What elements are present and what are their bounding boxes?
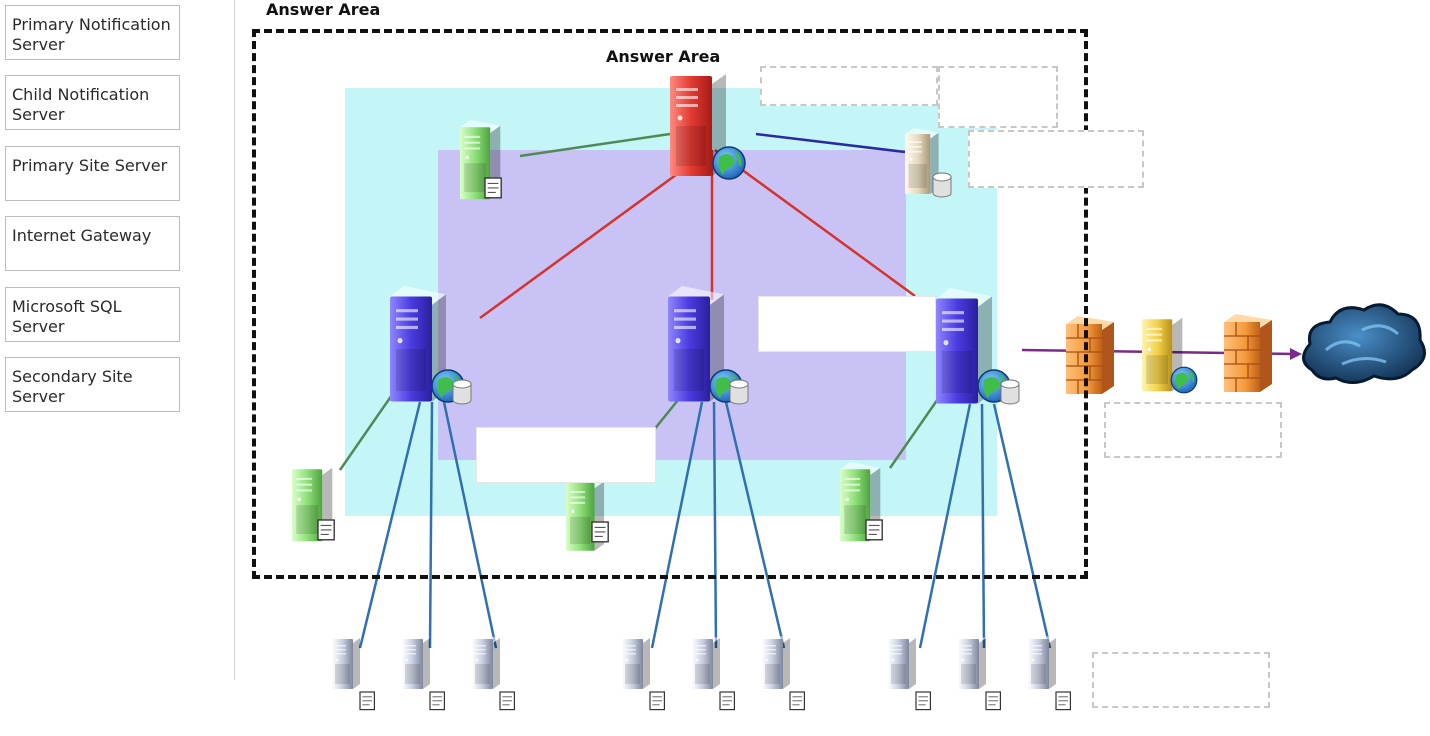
client-pc-icon: [888, 634, 916, 689]
link-client-3: [442, 401, 498, 649]
client-pc-icon: [958, 634, 986, 689]
link-client-9: [992, 403, 1052, 649]
page-icon: [1055, 691, 1072, 711]
link-red-left: [479, 148, 711, 320]
client-pc-icon: [402, 634, 430, 689]
drop-target-top-right[interactable]: [938, 66, 1058, 128]
link-client-2: [428, 401, 434, 649]
arrow-head: [1290, 348, 1302, 360]
option-microsoft-sql-server[interactable]: Microsoft SQL Server: [5, 287, 180, 342]
page-icon: [915, 691, 932, 711]
option-primary-site-server[interactable]: Primary Site Server: [5, 146, 180, 201]
answer-area-frame: [252, 29, 1088, 579]
option-label: Primary Site Server: [12, 156, 168, 175]
answer-area-title: Answer Area: [266, 0, 381, 19]
option-label: Primary Notification Server: [12, 15, 171, 54]
page-icon: [985, 691, 1002, 711]
client-pc-icon: [332, 634, 360, 689]
page-icon: [499, 691, 516, 711]
link-green-top: [519, 132, 671, 158]
option-label: Microsoft SQL Server: [12, 297, 122, 336]
drop-target-clients[interactable]: [1092, 652, 1270, 708]
option-label: Secondary Site Server: [12, 367, 133, 406]
page-icon: [789, 691, 806, 711]
option-child-notification-server[interactable]: Child Notification Server: [5, 75, 180, 130]
globe-icon: [1170, 366, 1198, 394]
link-client-1: [358, 401, 422, 649]
client-pc-icon: [1028, 634, 1056, 689]
drop-target-sql-server[interactable]: [968, 130, 1144, 188]
client-pc-icon: [472, 634, 500, 689]
page-icon: [359, 691, 375, 711]
panel-divider: [234, 0, 235, 680]
page-icon: [719, 691, 736, 711]
internet-cloud-icon: [1302, 303, 1426, 384]
drop-target-center-server[interactable]: [758, 296, 936, 352]
link-red-right: [714, 148, 916, 298]
link-green-right: [888, 395, 942, 469]
drop-target-left-server[interactable]: [476, 427, 656, 483]
link-client-5: [712, 401, 718, 649]
link-client-4: [650, 401, 704, 649]
option-secondary-site-server[interactable]: Secondary Site Server: [5, 357, 180, 412]
inner-answer-area-title: Answer Area: [606, 47, 721, 66]
link-green-left: [338, 391, 396, 471]
client-pc-icon: [762, 634, 790, 689]
link-navy-top: [755, 132, 906, 154]
client-pc-icon: [622, 634, 650, 689]
option-internet-gateway[interactable]: Internet Gateway: [5, 216, 180, 271]
firewall-icon-right: [1224, 314, 1272, 392]
drop-target-top-center[interactable]: [760, 66, 938, 106]
client-workstations: [332, 634, 1072, 711]
option-label: Child Notification Server: [12, 85, 150, 124]
client-pc-icon: [692, 634, 720, 689]
link-client-6: [724, 401, 786, 649]
page-icon: [429, 691, 445, 711]
drop-target-gateway[interactable]: [1104, 402, 1282, 458]
page-icon: [649, 691, 666, 711]
option-label: Internet Gateway: [12, 226, 152, 245]
option-primary-notification-server[interactable]: Primary Notification Server: [5, 5, 180, 60]
link-client-7: [918, 403, 972, 649]
link-client-8: [980, 403, 986, 649]
